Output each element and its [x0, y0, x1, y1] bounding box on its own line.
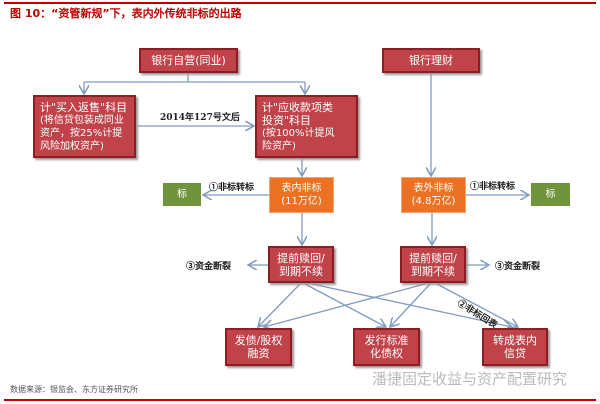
- text: 表外非标: [413, 183, 454, 194]
- text: 发行标准: [364, 334, 409, 347]
- text: 表内非标: [281, 183, 322, 194]
- node-redeem-left: 提前赎回/到期不续: [268, 246, 334, 283]
- source-note: 数据来源：银监会、东方证券研究所: [10, 385, 138, 394]
- text: (按100%计提风: [262, 127, 335, 139]
- node-bank-wm: 银行理财: [382, 48, 480, 73]
- label-to-std-right: ①非标转标: [470, 182, 516, 192]
- watermark: 潘捷固定收益与资产配置研究: [372, 370, 568, 388]
- text: 风险加权资产): [40, 140, 104, 152]
- text: 提前赎回/: [277, 251, 325, 265]
- text: 化债权: [370, 347, 403, 360]
- node-std-left: 标: [163, 183, 201, 206]
- node-std-right: 标: [531, 183, 570, 206]
- node-std-debt: 发行标准化债权: [353, 328, 420, 366]
- node-on-bs-nonstd: 表内非标 (11万亿): [269, 177, 334, 213]
- node-bond-equity: 发债/股权融资: [225, 328, 292, 366]
- arrow-r-bond: [264, 283, 426, 327]
- text: 提前赎回/: [409, 251, 457, 265]
- text: 到期不续: [279, 264, 323, 278]
- arrow-l-loan: [311, 283, 512, 327]
- node-off-bs-nonstd: 表外非标 (4.8万亿): [401, 177, 466, 213]
- text: 转成表内: [493, 334, 537, 347]
- arrow-l-bond: [258, 283, 301, 327]
- text: 计"应收款项类: [262, 100, 334, 114]
- label-break-right: ③资金断裂: [495, 262, 541, 272]
- label-doc127: 2014年127号文后: [160, 113, 240, 123]
- text: (11万亿): [281, 196, 322, 207]
- text: 投资"科目: [262, 113, 312, 127]
- text: 资产，按25%计提: [40, 127, 123, 139]
- text: 险资产): [262, 140, 296, 152]
- text: 计"买入返售"科目: [40, 100, 128, 114]
- text: (4.8万亿): [411, 196, 456, 207]
- label-break-left: ③资金断裂: [186, 262, 232, 272]
- label-to-std-left: ①非标转标: [209, 183, 255, 193]
- figure-title: 图 10：“资管新规”下，表内外传统非标的出路: [10, 7, 242, 20]
- text: 发债/股权: [234, 334, 283, 347]
- text: 到期不续: [411, 264, 455, 278]
- arrow-r-loan: [436, 283, 518, 327]
- node-receivable: 计"应收款项类 投资"科目 (按100%计提风 险资产): [255, 95, 358, 158]
- arrow-r-issue: [390, 283, 431, 327]
- text: (将信贷包装成同业: [40, 114, 124, 126]
- text: 信贷: [504, 347, 526, 360]
- node-on-bs-loan: 转成表内信贷: [482, 328, 548, 366]
- top-rule: [4, 2, 596, 4]
- text: 融资: [247, 347, 270, 360]
- node-redeem-right: 提前赎回/到期不续: [400, 246, 466, 283]
- node-resale: 计"买入返售"科目 (将信贷包装成同业 资产，按25%计提 风险加权资产): [33, 95, 136, 158]
- node-bank-proprietary: 银行自营(同业): [139, 48, 238, 73]
- line-self-split: [84, 72, 305, 83]
- bottom-rule: [4, 399, 596, 401]
